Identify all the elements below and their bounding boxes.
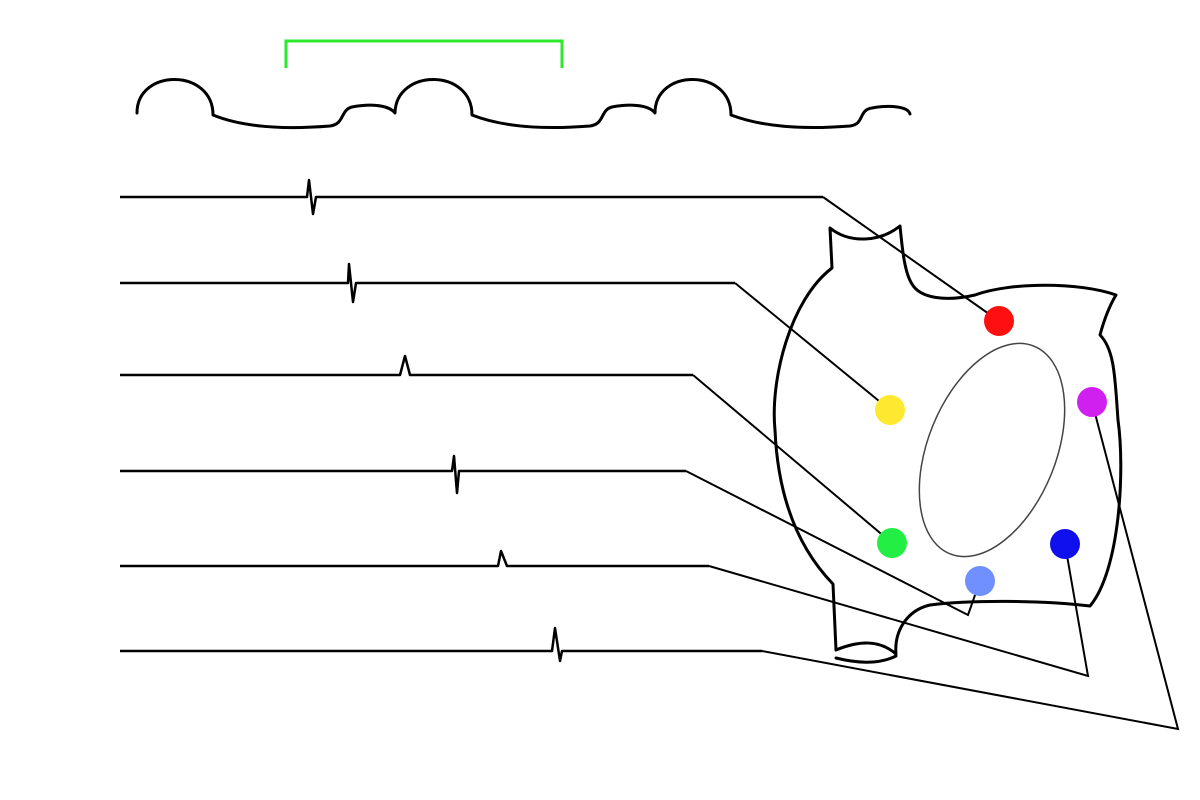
- trace-1: [120, 178, 823, 216]
- magenta-electrode: [1077, 387, 1107, 417]
- leader-yellow: [734, 282, 891, 411]
- heart-outline: [772, 224, 1123, 656]
- reference-waveform: [135, 78, 912, 130]
- yellow-electrode: [875, 395, 905, 425]
- trace-2: [120, 262, 735, 304]
- light-blue-electrode: [965, 566, 995, 596]
- trace-6: [120, 626, 762, 663]
- annulus-ring: [918, 342, 1066, 558]
- trace-5: [120, 549, 709, 568]
- trace-4: [120, 454, 686, 495]
- interval-bracket: [284, 39, 564, 68]
- green-electrode: [877, 528, 907, 558]
- leader-red: [822, 196, 1000, 322]
- leader-blue: [708, 543, 1090, 678]
- vessel-opening-bottom: [834, 654, 898, 664]
- blue-electrode: [1050, 529, 1080, 559]
- leader-green: [692, 374, 893, 544]
- leader-magenta: [761, 401, 1180, 731]
- trace-3: [120, 354, 693, 377]
- red-electrode: [984, 306, 1014, 336]
